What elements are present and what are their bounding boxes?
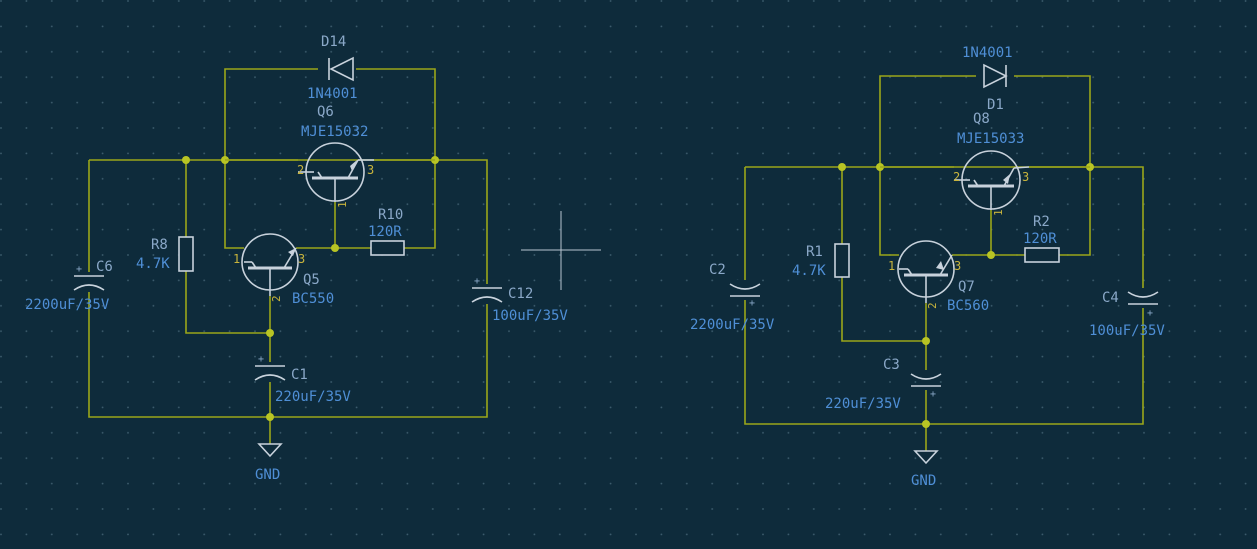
left-c6-symbol[interactable]: + (72, 264, 106, 292)
left-q5-pin-2: 2 (270, 295, 283, 302)
right-outer-loop-wire[interactable] (744, 166, 1144, 425)
right-r1-ref: R1 (806, 244, 823, 260)
right-c2-value: 2200uF/35V (690, 317, 775, 333)
left-r8-ref: R8 (151, 237, 168, 253)
right-wires (744, 75, 1144, 451)
left-q5-pin-1: 1 (233, 252, 240, 266)
right-q7-pin-3: 3 (954, 259, 961, 273)
svg-text:+: + (76, 264, 82, 275)
left-junction (266, 413, 274, 421)
left-r10-value: 120R (368, 224, 402, 240)
right-q7-value: BC560 (947, 298, 989, 314)
right-c4-value: 100uF/35V (1089, 323, 1165, 339)
svg-text:+: + (1147, 308, 1153, 319)
left-circuit: D14 1N4001 Q6 MJE15032 2 3 1 (25, 34, 568, 483)
left-c6-ref: C6 (96, 259, 113, 275)
left-c1-value: 220uF/35V (275, 389, 351, 405)
right-junction (922, 420, 930, 428)
left-c12-symbol[interactable]: + (470, 276, 504, 304)
left-q5-ref: Q5 (303, 272, 320, 288)
right-q7-symbol[interactable] (897, 240, 955, 303)
svg-text:+: + (474, 276, 480, 287)
right-driver-base-wire[interactable] (879, 167, 899, 256)
left-c12-value: 100uF/35V (492, 308, 568, 324)
left-junction (331, 244, 339, 252)
left-driver-base-wire[interactable] (224, 160, 244, 249)
right-c3-value: 220uF/35V (825, 396, 901, 412)
right-r1-value: 4.7K (792, 263, 826, 279)
left-c1-ref: C1 (291, 367, 308, 383)
right-r2-right-wire[interactable] (1059, 167, 1091, 256)
right-q7-pin-1: 1 (888, 259, 895, 273)
right-diode-symbol[interactable] (976, 63, 1014, 89)
right-gnd-symbol[interactable] (913, 450, 939, 465)
right-circuit: 1N4001 D1 Q8 MJE15033 2 3 1 (690, 45, 1165, 489)
right-c4-symbol[interactable]: + (1126, 288, 1160, 319)
right-c3-ref: C3 (883, 357, 900, 373)
right-q7-pin-2: 2 (926, 302, 939, 309)
right-r2-symbol[interactable] (1024, 247, 1060, 263)
svg-text:+: + (258, 354, 264, 365)
right-gnd-label: GND (911, 473, 936, 489)
right-q7-ref: Q7 (958, 279, 975, 295)
right-c4-ref: C4 (1102, 290, 1119, 306)
right-q8-pin-3: 3 (1022, 170, 1029, 184)
left-r10-right-wire[interactable] (404, 160, 436, 249)
right-c3-symbol[interactable]: + (910, 373, 942, 400)
right-q8-value: MJE15033 (957, 131, 1024, 147)
left-q6-pin-3: 3 (367, 163, 374, 177)
crosshair-cursor (521, 211, 601, 290)
right-q8-ref: Q8 (973, 111, 990, 127)
right-junction (838, 163, 846, 171)
left-q6-symbol[interactable] (225, 142, 435, 202)
right-junction (987, 251, 995, 259)
left-r8-value: 4.7K (136, 256, 170, 272)
right-r1-symbol[interactable] (834, 243, 850, 278)
right-r2-ref: R2 (1033, 214, 1050, 230)
left-q6-value: MJE15032 (301, 124, 368, 140)
left-q6-pin-2: 2 (297, 163, 304, 177)
left-diode-symbol[interactable] (318, 56, 356, 82)
right-c2-symbol[interactable]: + (728, 280, 762, 309)
left-outer-loop-wire[interactable] (88, 159, 488, 418)
left-q5-pin-3: 3 (298, 252, 305, 266)
left-r8-bottom-wire[interactable] (185, 271, 270, 334)
right-q8-symbol[interactable] (880, 150, 1090, 210)
svg-text:+: + (930, 389, 936, 400)
left-c6-value: 2200uF/35V (25, 297, 110, 313)
left-r10-symbol[interactable] (370, 240, 405, 256)
right-junction (922, 337, 930, 345)
left-diode-ref: D14 (321, 34, 346, 50)
left-wires (88, 68, 488, 444)
left-q5-value: BC550 (292, 291, 334, 307)
left-q5-symbol[interactable] (241, 233, 299, 296)
right-q8-pin-1: 1 (992, 209, 1005, 216)
right-r2-value: 120R (1023, 231, 1057, 247)
left-junction (266, 329, 274, 337)
right-c2-ref: C2 (709, 262, 726, 278)
left-c12-ref: C12 (508, 286, 533, 302)
left-gnd-label: GND (255, 467, 280, 483)
left-junction (182, 156, 190, 164)
right-diode-value: 1N4001 (962, 45, 1013, 61)
svg-text:+: + (749, 298, 755, 309)
left-r8-symbol[interactable] (178, 236, 194, 272)
left-c1-symbol[interactable]: + (254, 354, 286, 381)
right-r1-bottom-wire[interactable] (841, 277, 926, 342)
left-diode-value: 1N4001 (307, 86, 358, 102)
left-q6-ref: Q6 (317, 104, 334, 120)
left-gnd-symbol[interactable] (257, 443, 283, 458)
right-diode-ref: D1 (987, 97, 1004, 113)
left-r10-ref: R10 (378, 207, 403, 223)
right-q8-pin-2: 2 (953, 170, 960, 184)
left-q6-pin-1: 1 (336, 201, 349, 208)
